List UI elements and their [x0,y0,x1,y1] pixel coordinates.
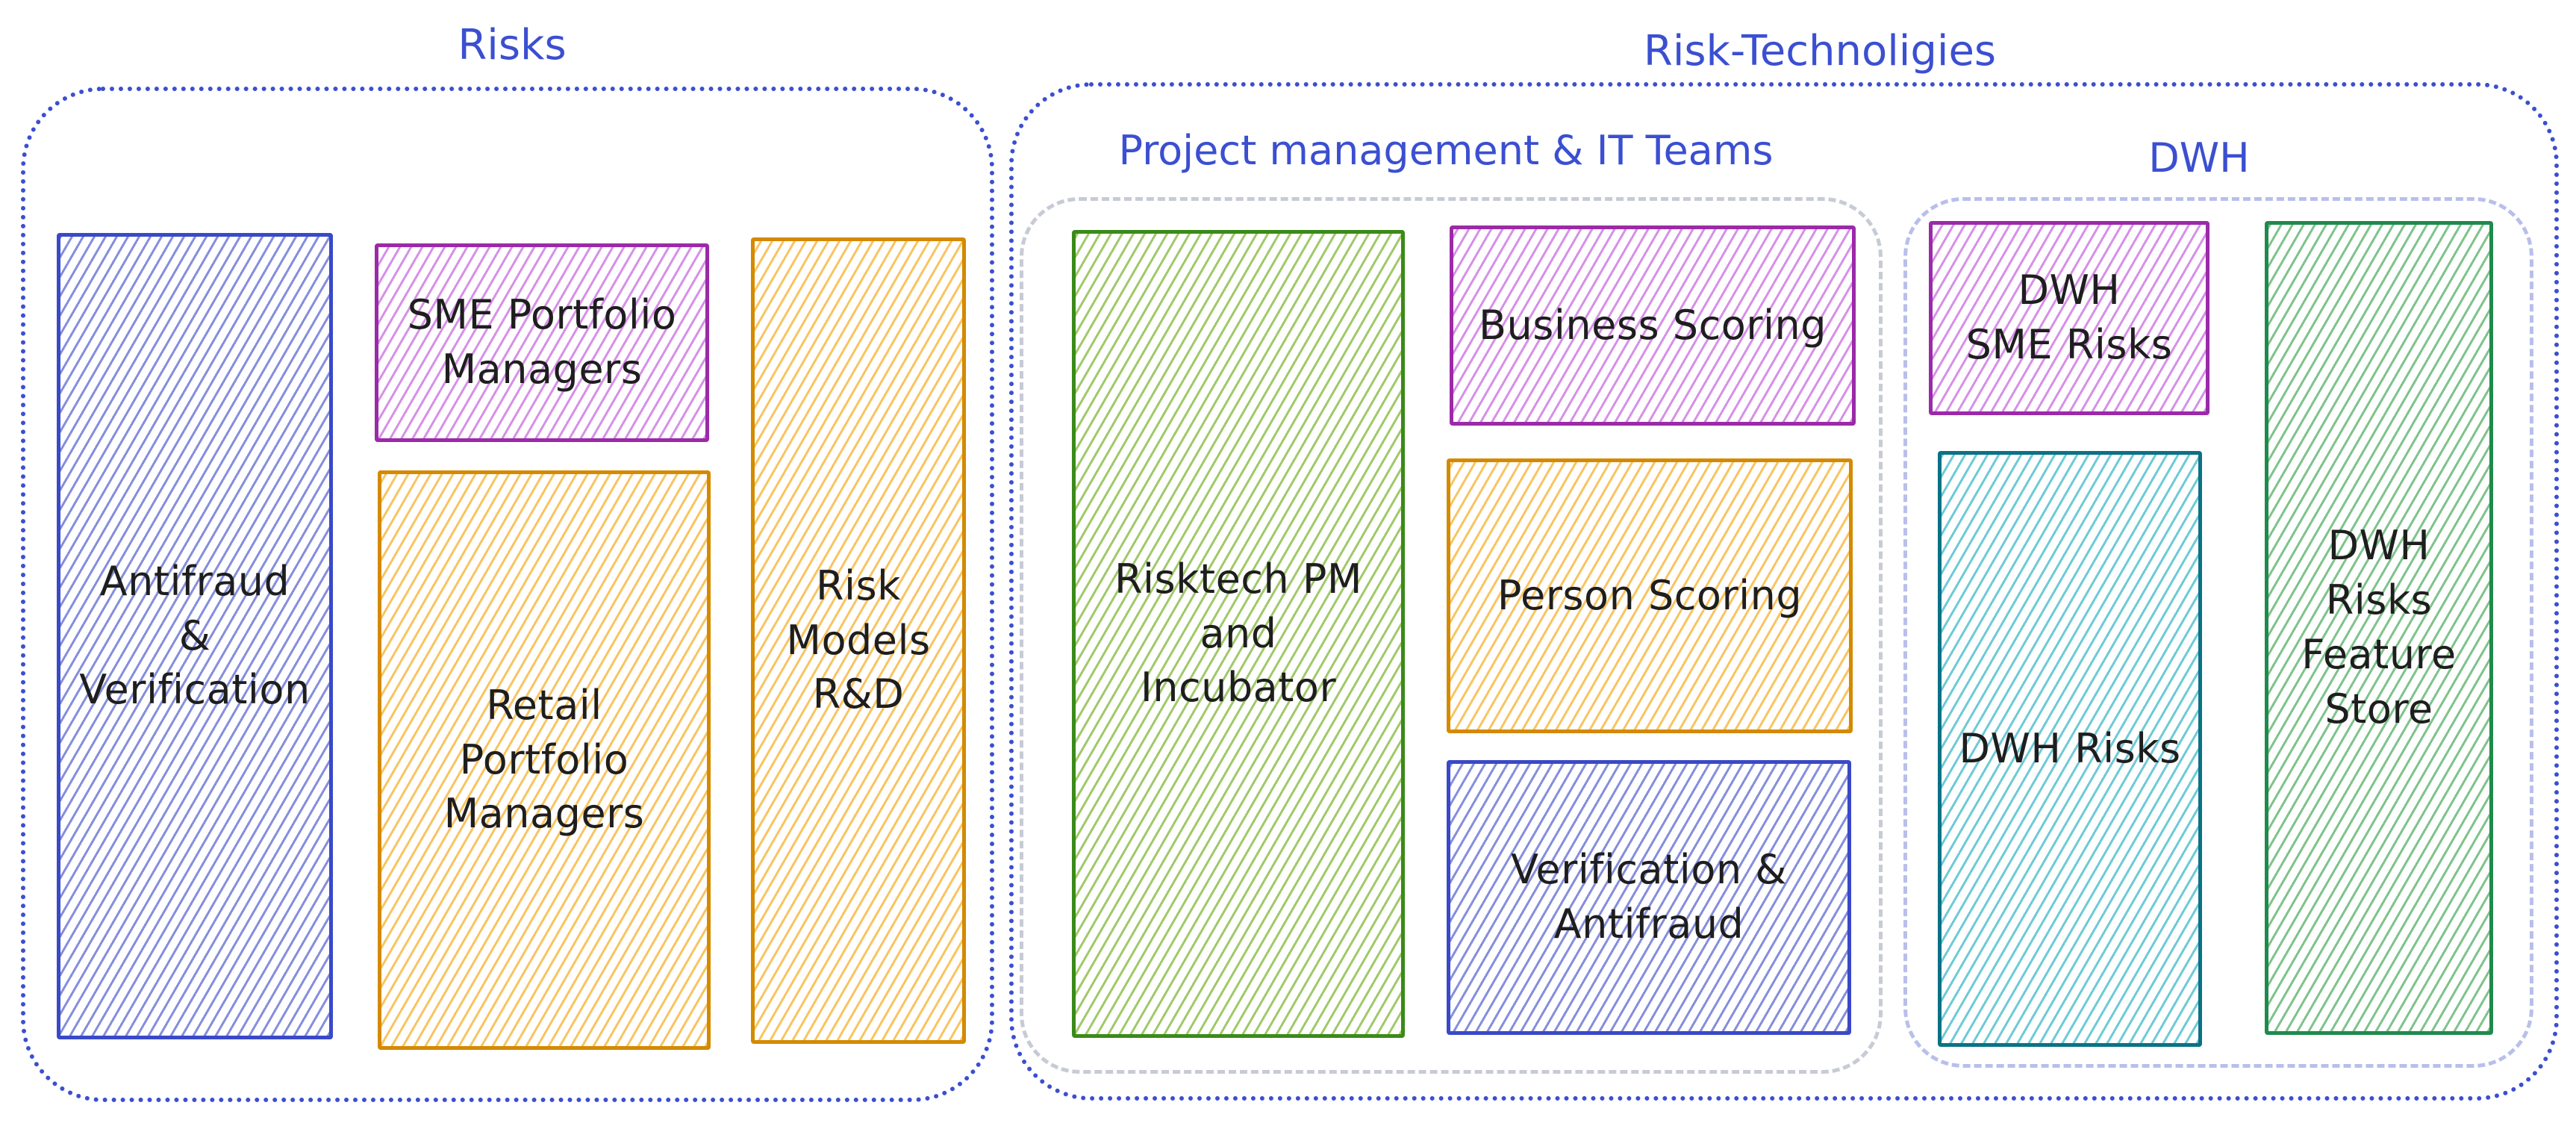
risks-group-title: Risks [458,21,567,69]
sme-portfolio-managers-label: SME Portfolio Managers [407,291,677,393]
risks-container [21,87,994,1102]
risk-technologies-container [1009,82,2559,1101]
risk-models-rd-label: Risk Models R&D [786,562,931,718]
dwh-group-title: DWH [2148,134,2250,181]
dwh-container [1903,197,2533,1068]
project-management-container [1020,197,1883,1074]
retail-portfolio-managers-box: Retail Portfolio Managers [378,470,711,1050]
dwh-sme-risks-box: DWH SME Risks [1929,221,2209,415]
risk-models-rd-box: Risk Models R&D [751,237,966,1044]
antifraud-verification-box: Antifraud & Verification [57,233,333,1039]
person-scoring-box: Person Scoring [1447,458,1853,733]
project-management-group-title: Project management & IT Teams [1118,127,1774,174]
dwh-risks-feature-store-box: DWH Risks Feature Store [2265,221,2493,1035]
dwh-risks-box: DWH Risks [1938,451,2202,1047]
business-scoring-box: Business Scoring [1450,225,1856,426]
verification-antifraud-label: Verification & Antifraud [1511,846,1787,948]
verification-antifraud-box: Verification & Antifraud [1447,760,1851,1035]
risktech-pm-incubator-label: Risktech PM and Incubator [1114,555,1363,712]
dwh-risks-label: DWH Risks [1959,724,2181,772]
retail-portfolio-managers-label: Retail Portfolio Managers [443,681,645,838]
sme-portfolio-managers-box: SME Portfolio Managers [375,243,709,442]
risk-technologies-group-title: Risk-Technoligies [1643,27,1997,75]
dwh-risks-feature-store-label: DWH Risks Feature Store [2301,522,2457,732]
business-scoring-label: Business Scoring [1479,301,1827,349]
antifraud-verification-label: Antifraud & Verification [79,557,311,714]
person-scoring-label: Person Scoring [1497,571,1803,619]
risktech-pm-incubator-box: Risktech PM and Incubator [1072,230,1405,1038]
dwh-sme-risks-label: DWH SME Risks [1965,267,2173,368]
